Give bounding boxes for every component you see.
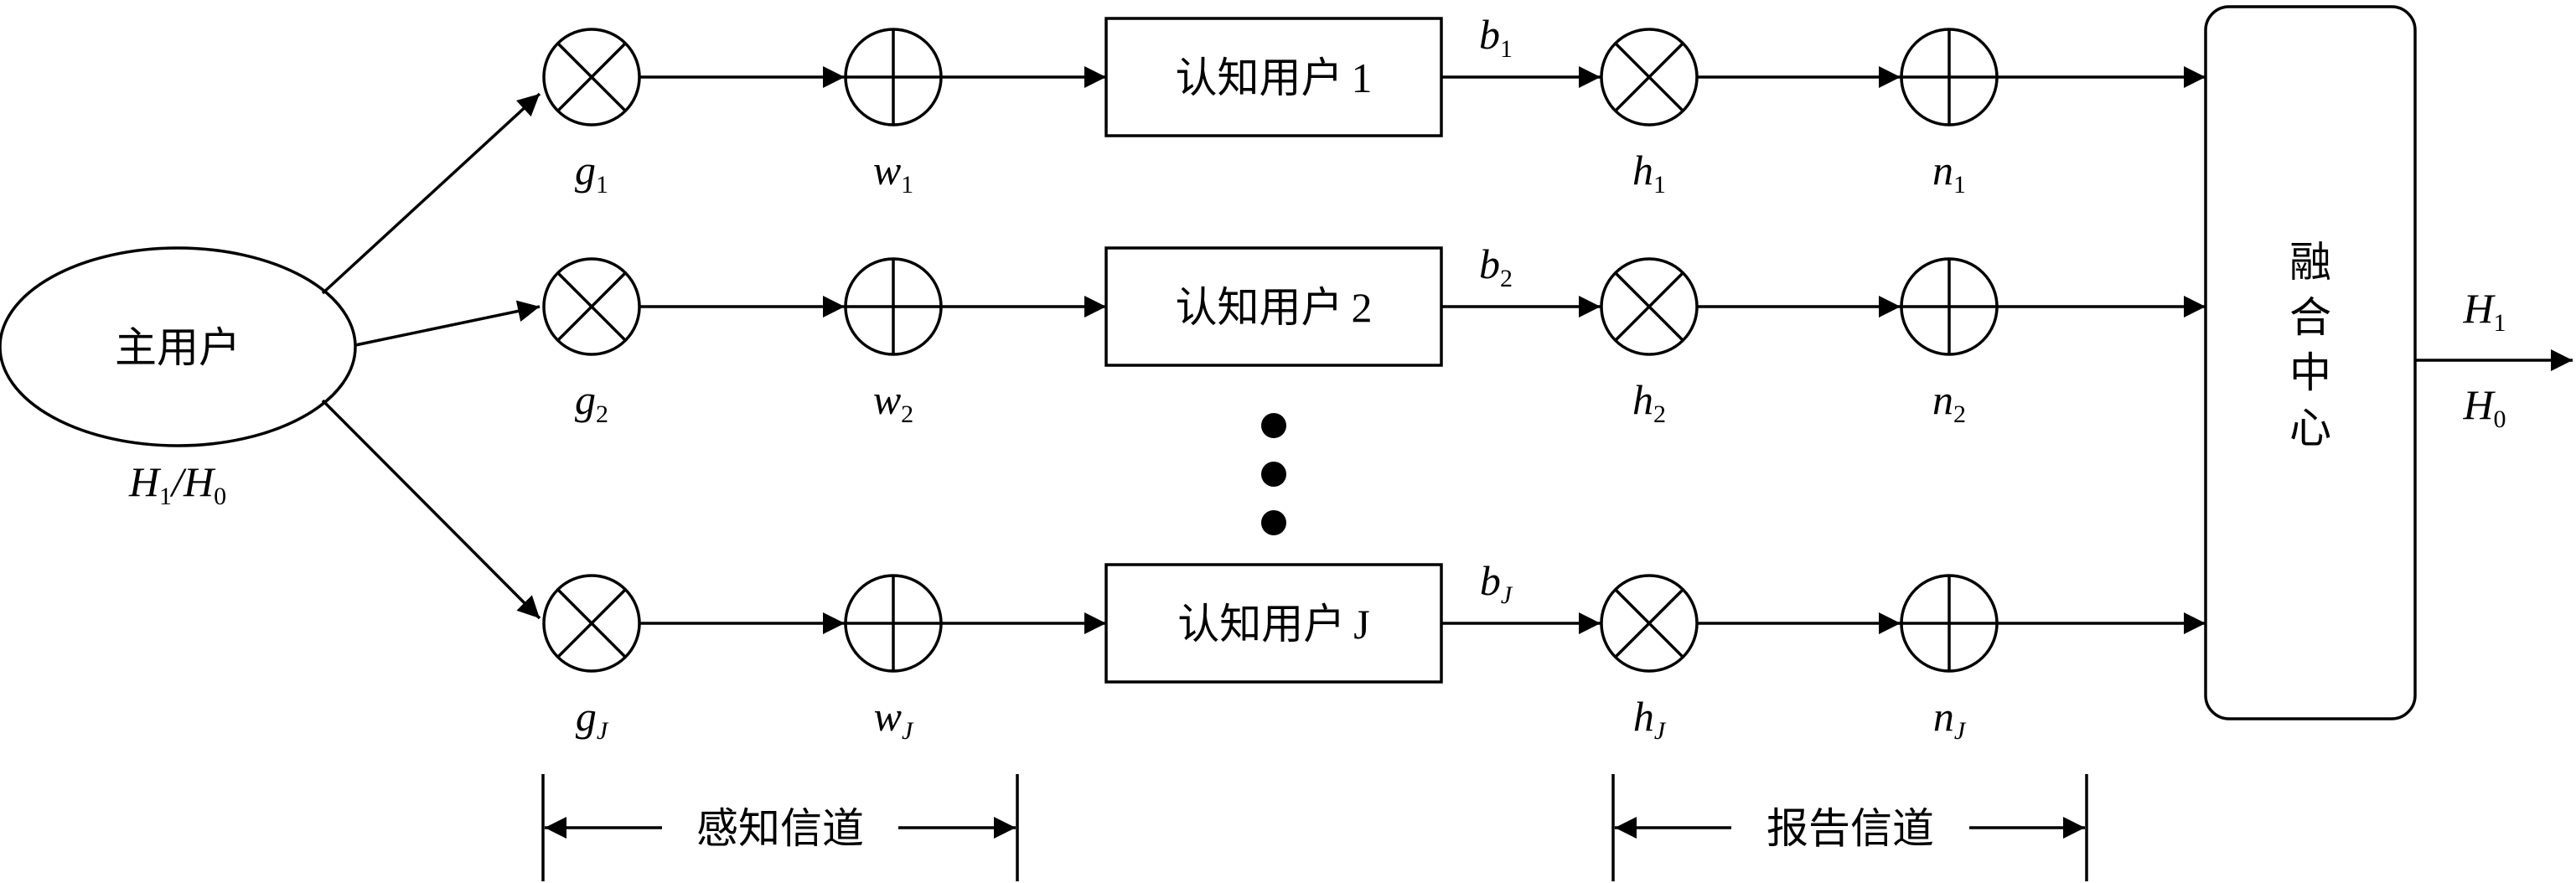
w1-adder — [844, 28, 943, 127]
fusion-char-1: 融 — [2289, 238, 2331, 287]
sensing-channel-label: 感知信道 — [696, 804, 864, 853]
primary-user: 主用户 H1/H0 — [0, 246, 357, 510]
b1-label: b1 — [1479, 11, 1513, 63]
gJ-label: gJ — [576, 693, 609, 745]
h2-multiplier — [1600, 257, 1699, 356]
hJ-label: hJ — [1633, 693, 1667, 745]
output-h0-label: H0 — [2462, 381, 2506, 433]
nJ-label: nJ — [1933, 693, 1967, 745]
ellipsis-dots — [1261, 413, 1286, 535]
primary-user-hypothesis: H1/H0 — [128, 458, 226, 510]
primary-user-label: 主用户 — [115, 323, 241, 372]
n2-label: n2 — [1932, 376, 1966, 428]
h2-label: h2 — [1632, 376, 1666, 428]
pu-to-g2-arrow — [354, 300, 541, 347]
dot — [1261, 413, 1286, 438]
h1-multiplier — [1600, 28, 1699, 127]
g2-label: g2 — [575, 376, 608, 428]
reporting-channel-label: 报告信道 — [1766, 804, 1934, 853]
w2-label: w2 — [873, 376, 913, 428]
fusion-char-2: 合 — [2289, 293, 2331, 342]
reporting-channel-span: 报告信道 — [1611, 774, 2088, 881]
wJ-adder — [844, 574, 943, 673]
w2-adder — [844, 257, 943, 356]
n1-label: n1 — [1932, 147, 1966, 199]
nJ-adder — [1900, 574, 1999, 673]
h1-label: h1 — [1632, 147, 1666, 199]
sensing-channel-span: 感知信道 — [541, 774, 1019, 881]
fusion-char-3: 中 — [2289, 349, 2331, 397]
primary-user-ellipse — [0, 246, 357, 447]
wJ-label: wJ — [874, 693, 914, 745]
bJ-label: bJ — [1480, 557, 1513, 609]
w1-label: w1 — [873, 147, 913, 199]
fusion-center-box — [2204, 5, 2417, 720]
gJ-multiplier — [542, 574, 641, 673]
pu-to-gJ-arrow — [321, 399, 541, 620]
output-h1-label: H1 — [2462, 285, 2506, 337]
n2-adder — [1900, 257, 1999, 356]
n1-adder — [1900, 28, 1999, 127]
g2-multiplier — [542, 257, 641, 356]
hJ-multiplier — [1600, 574, 1699, 673]
fusion-center: 融 合 中 心 — [2204, 5, 2417, 720]
pu-to-g1-arrow — [321, 92, 541, 295]
dot — [1261, 462, 1286, 487]
dot — [1261, 510, 1286, 535]
g1-multiplier — [542, 28, 641, 127]
fusion-char-4: 心 — [2289, 404, 2331, 452]
g1-label: g1 — [575, 147, 608, 199]
b2-label: b2 — [1479, 240, 1513, 292]
